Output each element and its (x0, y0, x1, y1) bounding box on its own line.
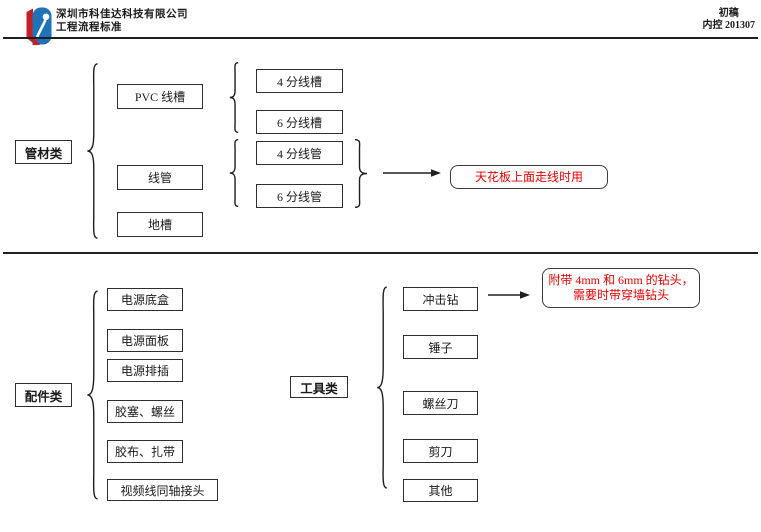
company-name: 深圳市科佳达科技有限公司 (56, 9, 188, 20)
node-pvc-trunking: PVC 线槽 (117, 84, 203, 109)
node-impact-drill: 冲击钻 (403, 287, 478, 311)
note-drill-bits-line1: 附带 4mm 和 6mm 的钻头， (548, 273, 694, 287)
node-wire-conduit: 线管 (117, 165, 203, 190)
brace-wire-conduit-icon (227, 139, 241, 207)
note-drill-bits: 附带 4mm 和 6mm 的钻头， 需要时带穿墙钻头 (542, 268, 700, 308)
node-anchors-screws: 胶塞、螺丝 (107, 400, 183, 423)
node-tape-ties: 胶布、扎带 (107, 440, 183, 463)
node-power-panel: 电源面板 (107, 329, 183, 352)
arrow-to-ceiling-note-icon (383, 169, 441, 177)
node-accessories-category: 配件类 (15, 383, 72, 407)
arrow-to-drill-note-icon (488, 291, 530, 299)
note-drill-bits-line2: 需要时带穿墙钻头 (572, 288, 669, 302)
node-hammer: 锤子 (403, 335, 478, 359)
node-floor-trunking: 地槽 (117, 212, 203, 237)
node-coax-connector: 视频线同轴接头 (107, 479, 218, 501)
brace-close-conduit-icon (351, 139, 371, 208)
node-screwdriver: 螺丝刀 (403, 391, 478, 415)
header-right: 初稿 内控 201307 (703, 8, 756, 31)
note-ceiling-usage: 天花板上面走线时用 (450, 165, 608, 189)
brace-pipes-icon (84, 62, 101, 240)
node-4fen-trunking: 4 分线槽 (256, 69, 343, 93)
node-others: 其他 (403, 479, 478, 502)
section-divider (3, 252, 758, 254)
doc-control-number: 内控 201307 (702, 19, 756, 31)
node-6fen-trunking: 6 分线槽 (256, 110, 343, 134)
node-pipe-category: 管材类 (15, 140, 72, 164)
brace-tools-icon (374, 285, 390, 490)
node-6fen-conduit: 6 分线管 (256, 184, 343, 208)
brace-accessories-icon (84, 289, 101, 501)
header-left: 深圳市科佳达科技有限公司 工程流程标准 (56, 9, 188, 34)
node-scissors: 剪刀 (403, 439, 478, 463)
node-power-box: 电源底盒 (107, 288, 183, 311)
brace-pvc-trunking-icon (227, 62, 241, 133)
company-logo-icon (26, 7, 52, 45)
header-rule (3, 37, 758, 39)
node-4fen-conduit: 4 分线管 (256, 141, 343, 165)
node-tools-category: 工具类 (290, 376, 348, 398)
doc-title: 工程流程标准 (56, 21, 122, 33)
node-power-strip: 电源排插 (107, 359, 183, 382)
doc-status: 初稿 (718, 8, 739, 19)
